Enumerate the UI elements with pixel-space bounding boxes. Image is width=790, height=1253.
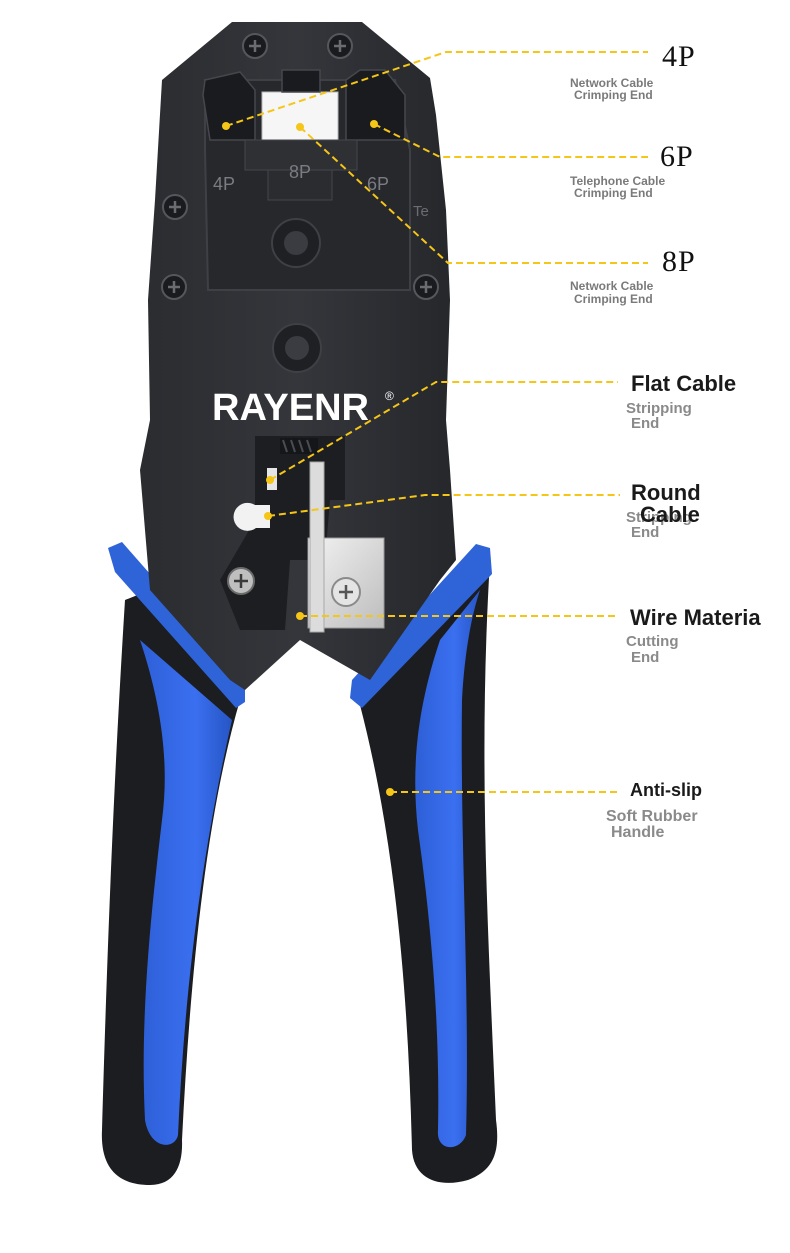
- callout-wire-material-title: Wire Materia: [630, 605, 761, 630]
- slot-label-6p: 6P: [367, 174, 389, 194]
- callout-round-cable-title-line1: Round: [631, 480, 701, 505]
- callout-4p-title: 4P: [662, 40, 696, 73]
- callout-wire-material-subtitle-line2: End: [631, 649, 660, 666]
- registered-mark: ®: [385, 389, 394, 403]
- callout-6p-subtitle-line1: Telephone Cable: [570, 174, 666, 188]
- callout-8p-subtitle-line1: Network Cable: [570, 279, 654, 293]
- callout-6p-subtitle-line2: Crimping End: [574, 186, 653, 200]
- leader-dots: [222, 120, 394, 796]
- callout-flat-cable-title: Flat Cable: [631, 371, 737, 396]
- callout-anti-slip-subtitle-line1: Soft Rubber: [606, 808, 698, 825]
- right-handle-blue-grip: [415, 590, 480, 1148]
- callout-6p-title: 6P: [660, 140, 694, 173]
- callout-4p-subtitle-line1: Network Cable: [570, 76, 654, 90]
- callout-4p-subtitle-line2: Crimping End: [574, 88, 653, 102]
- brand-logo: RAYENR: [212, 387, 369, 429]
- callout-flat-cable-subtitle-line2: End: [631, 415, 660, 432]
- screw-icon: [162, 194, 188, 220]
- slot-label-8p: 8P: [289, 162, 311, 182]
- screw-icon: [227, 567, 255, 595]
- callout-round-cable-subtitle-line2: End: [631, 524, 660, 541]
- screw-icon: [413, 274, 439, 300]
- callout-8p-title: 8P: [662, 245, 696, 278]
- slot-4p: [202, 71, 256, 141]
- screw-icon: [161, 274, 187, 300]
- callout-wire-material-subtitle-line1: Cutting: [626, 633, 679, 650]
- callout-round-cable-title-line2: Cable: [640, 502, 700, 527]
- callout-anti-slip-title: Anti-slip: [630, 780, 702, 800]
- screw-icon: [331, 577, 361, 607]
- leader-lines: [225, 51, 648, 793]
- callout-8p-subtitle-line2: Crimping End: [574, 292, 653, 306]
- left-handle-blue-grip: [140, 640, 232, 1145]
- right-handle: [350, 544, 498, 1183]
- screw-icon: [327, 33, 353, 59]
- left-handle: [101, 542, 245, 1185]
- callout-round-cable-subtitle-line1: Stripping: [626, 509, 692, 526]
- partial-side-text: Te: [413, 203, 429, 220]
- pivot-bolt-icon: [272, 323, 322, 373]
- callout-flat-cable-subtitle-line1: Stripping: [626, 400, 692, 417]
- pivot-bolt-icon: [271, 218, 321, 268]
- slot-8p: [261, 91, 339, 143]
- screw-icon: [242, 33, 268, 59]
- slot-label-4p: 4P: [213, 174, 235, 194]
- left-handle-blue-top: [108, 542, 245, 708]
- right-handle-blue-top: [350, 544, 492, 708]
- callout-anti-slip-subtitle-line2: Handle: [611, 824, 665, 841]
